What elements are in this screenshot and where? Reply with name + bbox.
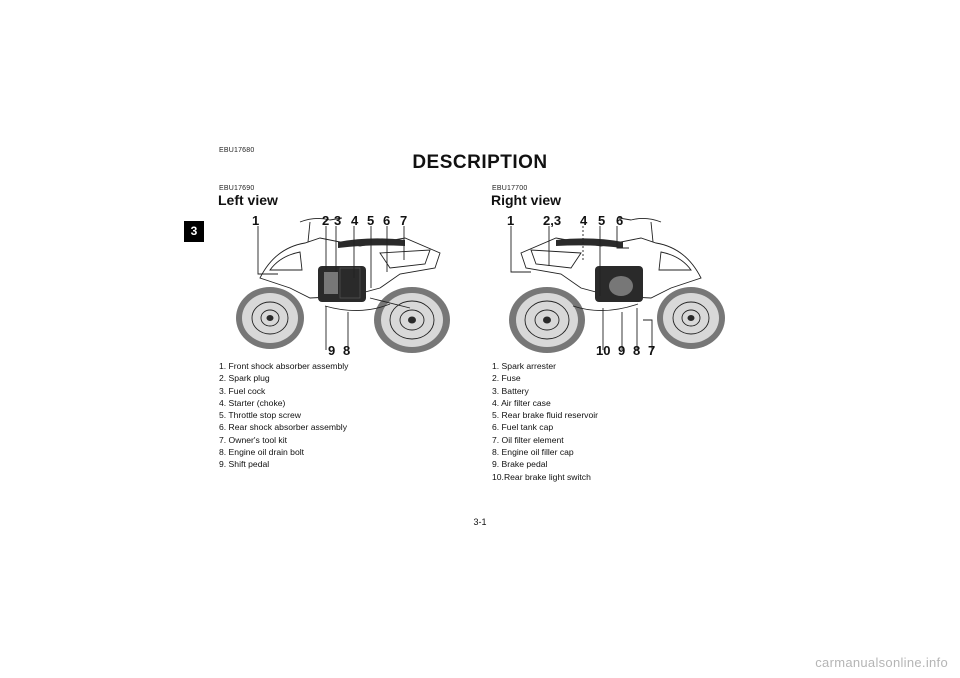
list-item: 5. Throttle stop screw: [219, 410, 301, 421]
list-item: 9. Brake pedal: [492, 459, 548, 470]
right-parts-list: 1. Spark arrester 2. Fuse 3. Battery 4. …: [492, 360, 598, 483]
list-item: 2. Spark plug: [219, 373, 270, 384]
right-callout-5: 5: [598, 213, 606, 228]
list-item: 1. Spark arrester: [492, 361, 556, 371]
left-callout-1: 1: [252, 213, 260, 228]
left-callout-6: 6: [383, 213, 391, 228]
atv-right-side-illustration: [509, 217, 725, 353]
list-item: 9. Shift pedal: [219, 459, 270, 470]
left-callout-5: 5: [367, 213, 375, 228]
page-number: 3-1: [473, 517, 487, 527]
doc-code-description: EBU17680: [219, 147, 255, 154]
left-callout-8: 8: [343, 343, 351, 358]
left-callout-4: 4: [351, 213, 359, 228]
list-item: 10.Rear brake light switch: [492, 471, 591, 482]
left-parts-list: 1. Front shock absorber assembly 2. Spar…: [219, 360, 348, 471]
list-item: 8. Engine oil filler cap: [492, 447, 574, 458]
right-callout-7: 7: [648, 343, 656, 358]
front-wheel-left-view: [236, 287, 304, 349]
list-item: 4. Starter (choke): [219, 397, 286, 408]
rear-wheel-right-view: [509, 287, 585, 353]
right-callout-2-3: 2,3: [543, 213, 562, 228]
watermark: carmanualsonline.info: [815, 655, 948, 670]
list-item: 4. Air filter case: [492, 397, 551, 408]
list-item: 6. Rear shock absorber assembly: [219, 422, 348, 433]
list-item: 7. Owner's tool kit: [219, 434, 288, 445]
list-item: 7. Oil filter element: [492, 434, 564, 445]
right-callout-4: 4: [580, 213, 588, 228]
left-callout-7: 7: [400, 213, 408, 228]
page-title: DESCRIPTION: [412, 152, 548, 173]
list-item: 3. Fuel cock: [219, 385, 266, 396]
list-item: 6. Fuel tank cap: [492, 422, 554, 433]
list-item: 3. Battery: [492, 385, 529, 396]
chapter-tab: 3: [184, 221, 204, 242]
section-heading-right-view: Right view: [491, 192, 562, 208]
section-heading-left-view: Left view: [218, 192, 278, 208]
rear-wheel-left-view: [374, 287, 450, 353]
left-callout-3: 3: [334, 213, 342, 228]
right-callout-8: 8: [633, 343, 641, 358]
list-item: 5. Rear brake fluid reservoir: [492, 410, 599, 421]
right-callout-1: 1: [507, 213, 515, 228]
list-item: 1. Front shock absorber assembly: [219, 361, 349, 371]
right-callout-10: 10: [596, 343, 611, 358]
doc-code-right-view: EBU17700: [492, 185, 528, 192]
doc-code-left-view: EBU17690: [219, 185, 255, 192]
right-callout-9: 9: [618, 343, 626, 358]
list-item: 8. Engine oil drain bolt: [219, 447, 305, 458]
right-callout-6: 6: [616, 213, 624, 228]
list-item: 2. Fuse: [492, 373, 521, 384]
atv-left-side-illustration: [236, 217, 450, 353]
left-callout-9: 9: [328, 343, 336, 358]
front-wheel-right-view: [657, 287, 725, 349]
left-callout-2: 2: [322, 213, 330, 228]
